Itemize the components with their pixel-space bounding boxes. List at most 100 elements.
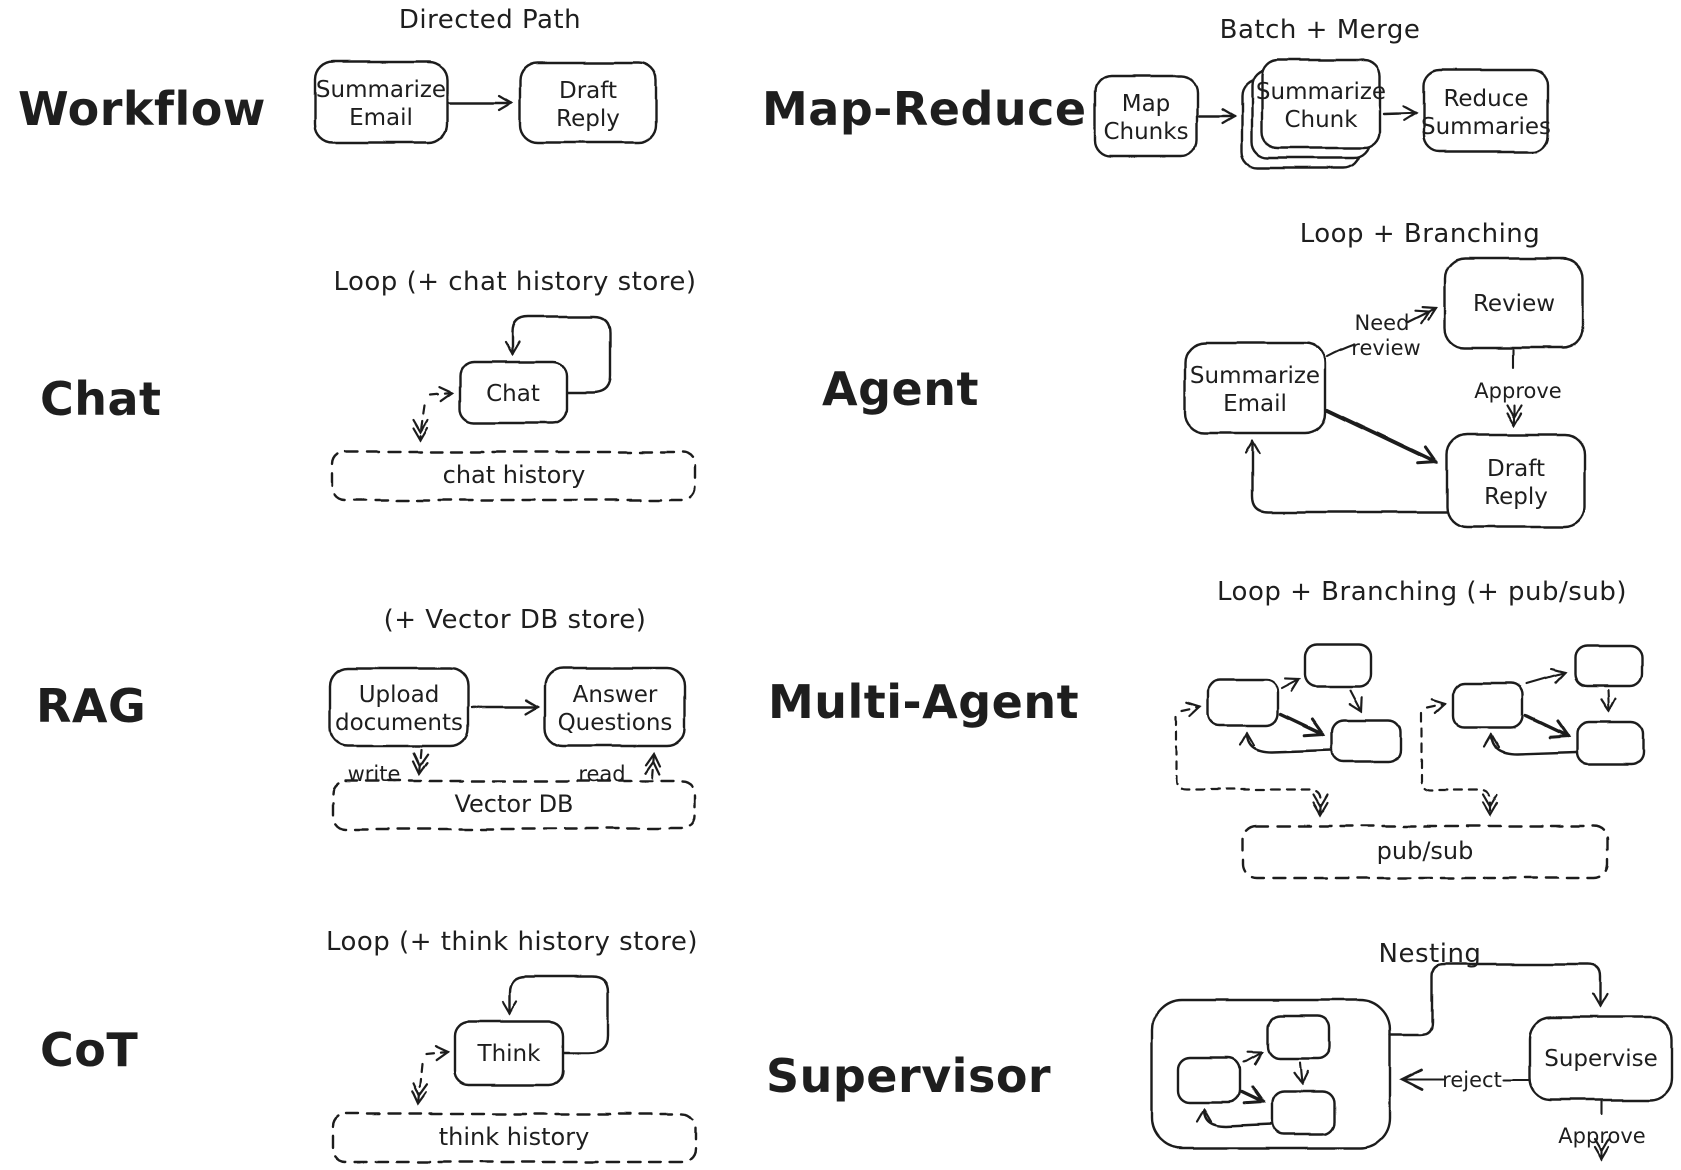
arrow-need-review [1406, 306, 1438, 325]
node-label: Email [1223, 391, 1287, 417]
section-supervisor [1150, 962, 1674, 1163]
label-map-reduce: Map-Reduce [762, 82, 1087, 136]
arrow-ma2-top-bottom [1600, 688, 1617, 714]
node-sup-left [1176, 1056, 1242, 1104]
node-label: documents [335, 710, 463, 736]
arrow-summarize-to-draft-thick [1325, 408, 1439, 465]
arrow-ma1-to-pubsub [1174, 714, 1329, 818]
section-rag [328, 666, 697, 831]
node-label: Email [349, 105, 413, 131]
store-label-vector-db: Vector DB [454, 790, 573, 818]
node-upload-documents [328, 666, 470, 748]
label-supervisor: Supervisor [766, 1049, 1051, 1103]
node-answer-questions [543, 666, 687, 748]
node-label: Review [1473, 291, 1555, 317]
node-chat [458, 360, 569, 425]
node-nested-container [1150, 998, 1392, 1150]
node-map-chunks [1093, 74, 1199, 158]
node-label: Summarize [316, 77, 446, 103]
store-pub-sub [1241, 824, 1610, 880]
arrow-ma2-left-bottom [1524, 714, 1571, 739]
node-ma2-bottom [1575, 720, 1645, 766]
arrow-sup-loop-back [1195, 1106, 1274, 1128]
edge-label-approve: Approve [1474, 379, 1561, 403]
title-vector-db-store: (+ Vector DB store) [384, 605, 647, 635]
arrow-ma2-entry [1425, 698, 1448, 715]
arrow-ma1-loop-back [1238, 730, 1334, 754]
arrow-sup-left-top [1242, 1050, 1264, 1066]
node-ma1-bottom [1330, 718, 1402, 764]
node-think [453, 1020, 565, 1087]
title-nesting: Nesting [1379, 939, 1482, 969]
node-summarize-chunk [1260, 58, 1382, 150]
arrow-think-self-loop [501, 975, 610, 1055]
label-multi-agent: Multi-Agent [768, 675, 1079, 729]
node-label: Summaries [1421, 114, 1551, 140]
section-workflow [313, 60, 659, 145]
node-agent-summarize-email [1183, 341, 1327, 435]
node-label: Chat [486, 381, 540, 407]
arrow-chat-entry [428, 386, 455, 403]
node-label: Supervise [1544, 1046, 1658, 1072]
node-label: Reply [556, 106, 620, 132]
arrow-draft-loop-back [1243, 438, 1449, 514]
arrow-ma2-to-pubsub [1419, 712, 1499, 818]
label-chat: Chat [40, 372, 162, 426]
arrow-think-to-history [411, 1062, 429, 1107]
arrow-ma1-entry [1180, 700, 1203, 717]
section-multi-agent-cluster-2 [1241, 644, 1645, 880]
section-cot [331, 975, 697, 1164]
title-loop-branching: Loop + Branching [1300, 219, 1541, 249]
node-ma1-top [1303, 642, 1373, 688]
edge-label-approve-supervisor: Approve [1558, 1124, 1645, 1148]
arrow-read [644, 751, 662, 780]
arrow-ma2-left-top [1525, 668, 1568, 686]
arrow-summarize-to-reduce [1382, 105, 1419, 122]
node-reduce-summaries [1422, 68, 1550, 154]
node-label: Chunk [1284, 107, 1358, 133]
node-label: Think [477, 1041, 542, 1067]
label-rag: RAG [36, 679, 146, 733]
diagram-text-layer: Workflow Map-Reduce Chat Agent RAG Multi… [18, 5, 1658, 1151]
title-directed-path: Directed Path [399, 5, 581, 35]
node-summarize-email [313, 60, 449, 144]
arrow-ma1-top-bottom [1348, 688, 1363, 713]
arrow-chat-self-loop [503, 315, 612, 395]
edge-label-read: read [578, 762, 625, 786]
node-label: Summarize [1190, 363, 1320, 389]
node-label: Upload [359, 682, 440, 708]
node-ma2-left [1451, 681, 1525, 730]
store-label-think-history: think history [439, 1123, 590, 1151]
title-loop-branching-pubsub: Loop + Branching (+ pub/sub) [1217, 577, 1627, 607]
arrow-think-entry [424, 1045, 451, 1062]
label-cot: CoT [40, 1023, 138, 1077]
section-map-reduce [1093, 58, 1550, 170]
node-sup-top [1266, 1014, 1332, 1060]
node-label: Draft [1487, 456, 1545, 482]
section-chat [331, 315, 697, 502]
node-label: Summarize [1256, 79, 1386, 105]
node-label: Answer [573, 682, 658, 708]
title-loop-chat-history: Loop (+ chat history store) [333, 267, 696, 297]
node-label: Questions [558, 710, 673, 736]
node-label: Chunks [1103, 119, 1188, 145]
edge-label-write: write [348, 762, 401, 786]
arrow-ma1-left-top [1280, 677, 1301, 692]
arrow-sup-left-bottom [1240, 1085, 1266, 1105]
store-vector-db [331, 779, 697, 831]
node-ma2-top [1573, 644, 1644, 688]
arrow-chat-to-history [411, 404, 429, 443]
node-label: Draft [559, 78, 617, 104]
arrow-container-to-supervise [1388, 962, 1609, 1036]
store-think-history [331, 1112, 697, 1164]
store-chat-history [331, 450, 697, 502]
section-multi-agent-cluster-1 [1174, 642, 1402, 818]
edge-label-review: review [1351, 336, 1420, 360]
node-agent-draft-reply [1445, 433, 1587, 529]
store-label-chat-history: chat history [443, 461, 586, 489]
node-draft-reply [518, 61, 659, 145]
node-review [1443, 256, 1585, 350]
edge-label-need: Need [1355, 311, 1410, 335]
